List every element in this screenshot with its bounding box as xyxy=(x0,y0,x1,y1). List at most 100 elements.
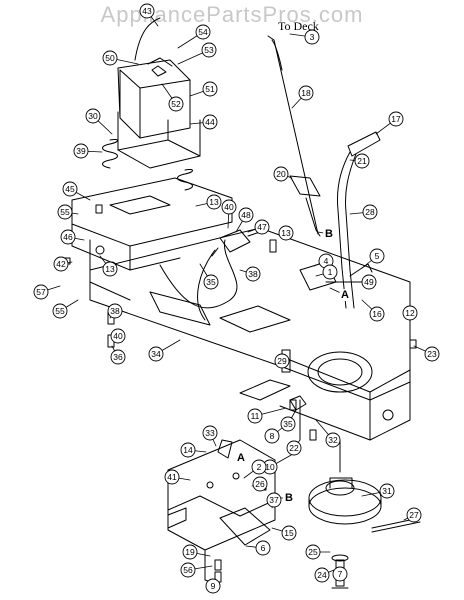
callout-circle xyxy=(85,108,101,124)
callout-29[interactable]: 29 xyxy=(274,353,290,369)
callout-42[interactable]: 42 xyxy=(53,256,69,272)
callout-43[interactable]: 43 xyxy=(139,3,155,19)
callout-label: 22 xyxy=(289,443,299,453)
callout-15[interactable]: 15 xyxy=(281,525,297,541)
callout-45[interactable]: 45 xyxy=(62,181,78,197)
callout-20[interactable]: 20 xyxy=(273,166,289,182)
callout-30[interactable]: 30 xyxy=(85,108,101,124)
callout-16[interactable]: 16 xyxy=(369,306,385,322)
callout-17[interactable]: 17 xyxy=(388,111,404,127)
callout-40[interactable]: 40 xyxy=(110,328,126,344)
callout-25[interactable]: 25 xyxy=(305,544,321,560)
callout-46[interactable]: 46 xyxy=(60,229,76,245)
callout-circle xyxy=(180,562,196,578)
callout-2[interactable]: 2 xyxy=(251,459,267,475)
callout-circle xyxy=(205,578,221,594)
callout-14[interactable]: 14 xyxy=(180,442,196,458)
callout-label: 29 xyxy=(277,356,287,366)
callout-52[interactable]: 52 xyxy=(168,96,184,112)
callout-circle xyxy=(322,264,338,280)
callout-31[interactable]: 31 xyxy=(379,483,395,499)
callout-49[interactable]: 49 xyxy=(361,274,377,290)
callout-22[interactable]: 22 xyxy=(286,440,302,456)
callout-54[interactable]: 54 xyxy=(195,24,211,40)
callout-47[interactable]: 47 xyxy=(254,219,270,235)
callout-36[interactable]: 36 xyxy=(110,349,126,365)
callout-1[interactable]: 1 xyxy=(322,264,338,280)
callout-label: 9 xyxy=(211,581,216,591)
callout-55[interactable]: 55 xyxy=(52,303,68,319)
callout-circle xyxy=(201,42,217,58)
callout-53[interactable]: 53 xyxy=(201,42,217,58)
callout-38[interactable]: 38 xyxy=(245,266,261,282)
callout-label: 57 xyxy=(36,287,46,297)
callout-13[interactable]: 13 xyxy=(278,225,294,241)
callout-label: 52 xyxy=(171,99,181,109)
callout-b[interactable]: B xyxy=(323,228,335,240)
callout-b[interactable]: B xyxy=(283,492,295,504)
callout-55[interactable]: 55 xyxy=(57,204,73,220)
callout-label: 1 xyxy=(328,267,333,277)
callout-32[interactable]: 32 xyxy=(325,432,341,448)
callout-circle xyxy=(195,24,211,40)
callout-6[interactable]: 6 xyxy=(255,540,271,556)
callout-label: 21 xyxy=(357,156,367,166)
callout-label: 6 xyxy=(261,543,266,553)
callout-19[interactable]: 19 xyxy=(182,544,198,560)
callout-26[interactable]: 26 xyxy=(252,476,268,492)
callout-label: 46 xyxy=(63,232,73,242)
callout-3[interactable]: 3 xyxy=(304,29,320,45)
callout-circle xyxy=(110,349,126,365)
callout-circle xyxy=(305,544,321,560)
callout-5[interactable]: 5 xyxy=(369,248,385,264)
callout-label: 45 xyxy=(65,184,75,194)
callout-label: 36 xyxy=(113,352,123,362)
callout-27[interactable]: 27 xyxy=(406,507,422,523)
callout-9[interactable]: 9 xyxy=(205,578,221,594)
shift-lever xyxy=(337,131,381,309)
callout-50[interactable]: 50 xyxy=(102,50,118,66)
callout-label: 13 xyxy=(209,197,219,207)
callout-48[interactable]: 48 xyxy=(238,207,254,223)
callout-51[interactable]: 51 xyxy=(202,81,218,97)
callout-circle xyxy=(164,469,180,485)
callout-circle xyxy=(314,567,330,583)
callout-letter-bg xyxy=(323,228,335,240)
callout-11[interactable]: 11 xyxy=(247,408,263,424)
callout-a[interactable]: A xyxy=(339,289,351,301)
callout-label: 48 xyxy=(241,210,251,220)
callout-34[interactable]: 34 xyxy=(148,346,164,362)
callout-13[interactable]: 13 xyxy=(102,261,118,277)
callout-label: 18 xyxy=(301,88,311,98)
callout-18[interactable]: 18 xyxy=(298,85,314,101)
callout-44[interactable]: 44 xyxy=(202,114,218,130)
callout-23[interactable]: 23 xyxy=(424,346,440,362)
callout-56[interactable]: 56 xyxy=(180,562,196,578)
callout-13[interactable]: 13 xyxy=(206,194,222,210)
callout-circle xyxy=(402,305,418,321)
callout-33[interactable]: 33 xyxy=(202,425,218,441)
callout-8[interactable]: 8 xyxy=(264,428,280,444)
callout-28[interactable]: 28 xyxy=(362,204,378,220)
callout-label: 47 xyxy=(257,222,267,232)
callout-label: 38 xyxy=(248,269,258,279)
callout-37[interactable]: 37 xyxy=(266,492,282,508)
callout-12[interactable]: 12 xyxy=(402,305,418,321)
callout-39[interactable]: 39 xyxy=(73,143,89,159)
callout-a[interactable]: A xyxy=(235,452,247,464)
callout-label: 20 xyxy=(276,169,286,179)
callout-40[interactable]: 40 xyxy=(221,199,237,215)
spring-coil xyxy=(102,139,193,191)
callout-35[interactable]: 35 xyxy=(280,416,296,432)
callout-24[interactable]: 24 xyxy=(314,567,330,583)
callout-41[interactable]: 41 xyxy=(164,469,180,485)
callout-21[interactable]: 21 xyxy=(354,153,370,169)
callout-57[interactable]: 57 xyxy=(33,284,49,300)
callout-7[interactable]: 7 xyxy=(332,566,348,582)
callout-label: 7 xyxy=(338,569,343,579)
callout-38[interactable]: 38 xyxy=(107,303,123,319)
callout-circle xyxy=(273,166,289,182)
callout-35[interactable]: 35 xyxy=(203,274,219,290)
